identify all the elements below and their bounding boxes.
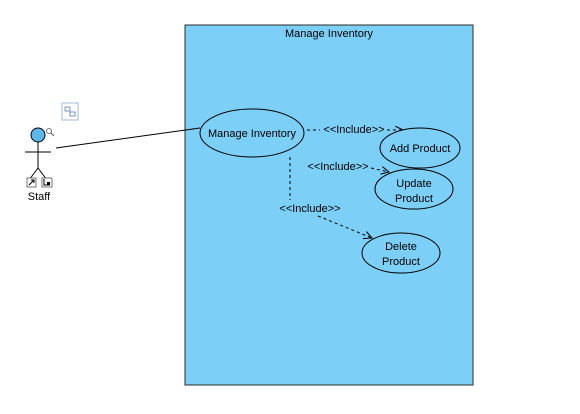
system-boundary-title: Manage Inventory (285, 28, 374, 40)
use-case-label-line-2: Product (382, 256, 420, 268)
use-case-label-line-1: Update (396, 178, 431, 190)
actor-staff[interactable]: Staff (25, 127, 51, 203)
use-case-label: Manage Inventory (208, 128, 297, 140)
include-label-update: <<Include>> (307, 161, 368, 173)
include-label-delete: <<Include>> (279, 203, 340, 215)
use-case-manage-inventory[interactable]: Manage Inventory (199, 108, 305, 158)
use-case-label: Add Product (390, 143, 451, 155)
use-case-delete-product[interactable]: Delete Product (361, 232, 441, 274)
actor-head[interactable] (30, 127, 46, 143)
include-manage-add[interactable]: <<Include>> (307, 124, 403, 136)
association-staff-manage-inventory[interactable] (55, 127, 201, 149)
use-case-label-line-2: Product (395, 193, 433, 205)
include-label-add: <<Include>> (323, 124, 384, 136)
link-arrow-icon[interactable] (26, 177, 37, 188)
model-element-icon[interactable] (61, 102, 79, 121)
include-manage-update[interactable]: <<Include>> (289, 157, 389, 200)
use-case-update-product[interactable]: Update Product (374, 168, 454, 210)
magnifier-icon[interactable] (46, 128, 55, 137)
use-case-add-product[interactable]: Add Product (379, 127, 461, 169)
use-case-label-line-1: Delete (385, 241, 417, 253)
resource-catalog-icon[interactable] (41, 177, 53, 188)
include-manage-delete[interactable]: <<Include>> (279, 203, 372, 238)
actor-name: Staff (28, 191, 51, 203)
